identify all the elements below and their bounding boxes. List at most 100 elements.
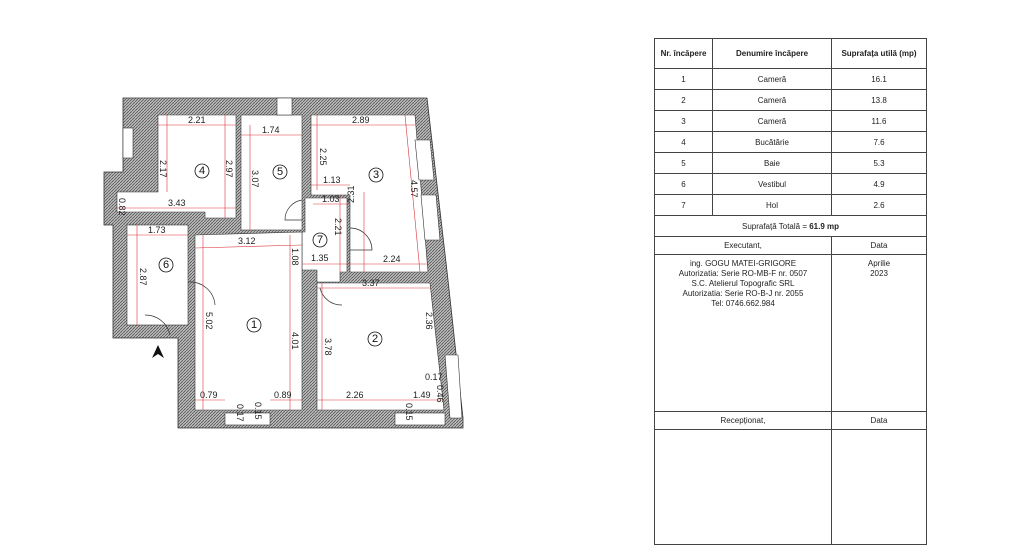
cell-area: 5.3 <box>831 152 927 174</box>
cell-nr: 1 <box>654 68 713 90</box>
dim-label: 2.25 <box>318 148 328 166</box>
receptionat-date <box>831 429 927 545</box>
dim-label: 1.49 <box>413 390 431 400</box>
dim-label: 3.78 <box>323 338 333 356</box>
dim-label: 3.12 <box>238 236 256 246</box>
dim-label: 2.31 <box>346 185 356 203</box>
header-area: Suprafața utilă (mp) <box>831 38 927 69</box>
dim-label: 2.97 <box>224 160 234 178</box>
total-value: 61.9 mp <box>809 221 840 231</box>
room-5 <box>240 114 303 231</box>
dim-label: 0.15 <box>253 402 263 420</box>
total-area: Suprafață Totală = 61.9 mp <box>654 215 927 237</box>
executant-line: Autorizatia: Serie RO-B-J nr. 2055 <box>682 289 804 298</box>
room-number: 7 <box>317 234 323 246</box>
room-3 <box>310 114 429 273</box>
cell-nr: 6 <box>654 173 713 195</box>
receptionat-signature <box>654 429 832 545</box>
dim-label: 1.03 <box>322 194 340 204</box>
executant-label: Executant, <box>654 236 832 255</box>
dim-label: 2.87 <box>138 268 148 286</box>
cell-area: 11.6 <box>831 110 927 132</box>
room-number: 2 <box>372 333 378 345</box>
rooms <box>116 114 445 411</box>
dim-label: 2.89 <box>352 115 370 125</box>
executant-line: Tel: 0746.662.984 <box>711 299 775 308</box>
dim-label: 1.35 <box>311 253 329 263</box>
date-info: Aprilie 2023 <box>831 254 927 412</box>
cell-name: Vestibul <box>712 173 832 195</box>
cell-name: Bucătărie <box>712 131 832 153</box>
date-line: 2023 <box>870 269 888 278</box>
cell-area: 7.6 <box>831 131 927 153</box>
dim-label: 2.21 <box>188 115 206 125</box>
header-name: Denumire încăpere <box>712 38 832 69</box>
dim-label: 0.46 <box>435 385 445 403</box>
dim-label: 0.15 <box>404 403 414 421</box>
dim-label: 2.17 <box>158 160 168 178</box>
dim-label: 1.74 <box>262 125 280 135</box>
dim-label: 1.08 <box>290 248 300 266</box>
cell-area: 16.1 <box>831 68 927 90</box>
dim-label: 3.43 <box>168 198 186 208</box>
cell-area: 4.9 <box>831 173 927 195</box>
dim-label: 2.36 <box>424 312 434 330</box>
table-header: Nr. încăpere Denumire încăpere Suprafața… <box>654 38 927 69</box>
room-6 <box>126 224 189 326</box>
room-number: 1 <box>251 319 257 331</box>
executant-line: Autorizatia: Serie RO-MB-F nr. 0507 <box>678 269 808 278</box>
dim-label: 0.82 <box>117 198 127 216</box>
dim-label: 2.26 <box>346 390 364 400</box>
room-7 <box>301 197 348 283</box>
area-table: Nr. încăpere Denumire încăpere Suprafața… <box>654 38 927 545</box>
dim-label: 3.37 <box>362 278 380 288</box>
dimension-labels: 2.21 1.74 2.89 2.17 2.97 3.07 2.25 1.13 … <box>117 115 445 422</box>
date-line: Aprilie <box>867 259 891 268</box>
date-label-2: Data <box>831 411 927 430</box>
dim-label: 0.89 <box>274 390 292 400</box>
cell-nr: 3 <box>654 110 713 132</box>
north-arrow-icon <box>152 345 164 358</box>
date-label: Data <box>831 236 927 255</box>
dim-label: 1.13 <box>323 175 341 185</box>
executant-info: ing. GOGU MATEI-GRIGORE Autorizatia: Ser… <box>654 254 832 412</box>
dim-label: 4.01 <box>290 332 300 350</box>
floor-plan: 2.21 1.74 2.89 2.17 2.97 3.07 2.25 1.13 … <box>103 97 464 429</box>
cell-nr: 7 <box>654 194 713 216</box>
room-4 <box>116 114 237 219</box>
doors <box>144 199 373 336</box>
cell-area: 2.6 <box>831 194 927 216</box>
room-2 <box>316 282 445 411</box>
receptionat-label: Recepționat, <box>654 411 832 430</box>
dim-label: 2.21 <box>333 218 343 236</box>
executant-line: S.C. Atelierul Topografic SRL <box>691 279 795 288</box>
header-nr: Nr. încăpere <box>654 38 713 69</box>
room-number: 5 <box>277 166 283 178</box>
dim-label: 0.79 <box>200 390 218 400</box>
windows <box>122 97 463 426</box>
dim-label: 4.57 <box>409 180 419 198</box>
cell-nr: 4 <box>654 131 713 153</box>
cell-nr: 2 <box>654 89 713 111</box>
total-label: Suprafață Totală = <box>741 221 810 231</box>
dim-label: 5.02 <box>204 312 214 330</box>
cell-name: Cameră <box>712 68 832 90</box>
room-number: 6 <box>163 259 169 271</box>
cell-name: Baie <box>712 152 832 174</box>
room-number: 4 <box>199 165 205 177</box>
room-numbers <box>158 163 384 347</box>
dim-label: 0.17 <box>425 372 443 382</box>
cell-name: Cameră <box>712 110 832 132</box>
dimension-lines <box>117 114 444 410</box>
cell-name: Cameră <box>712 89 832 111</box>
dim-label: 1.73 <box>148 225 166 235</box>
cell-area: 13.8 <box>831 89 927 111</box>
room-number: 3 <box>373 169 379 181</box>
